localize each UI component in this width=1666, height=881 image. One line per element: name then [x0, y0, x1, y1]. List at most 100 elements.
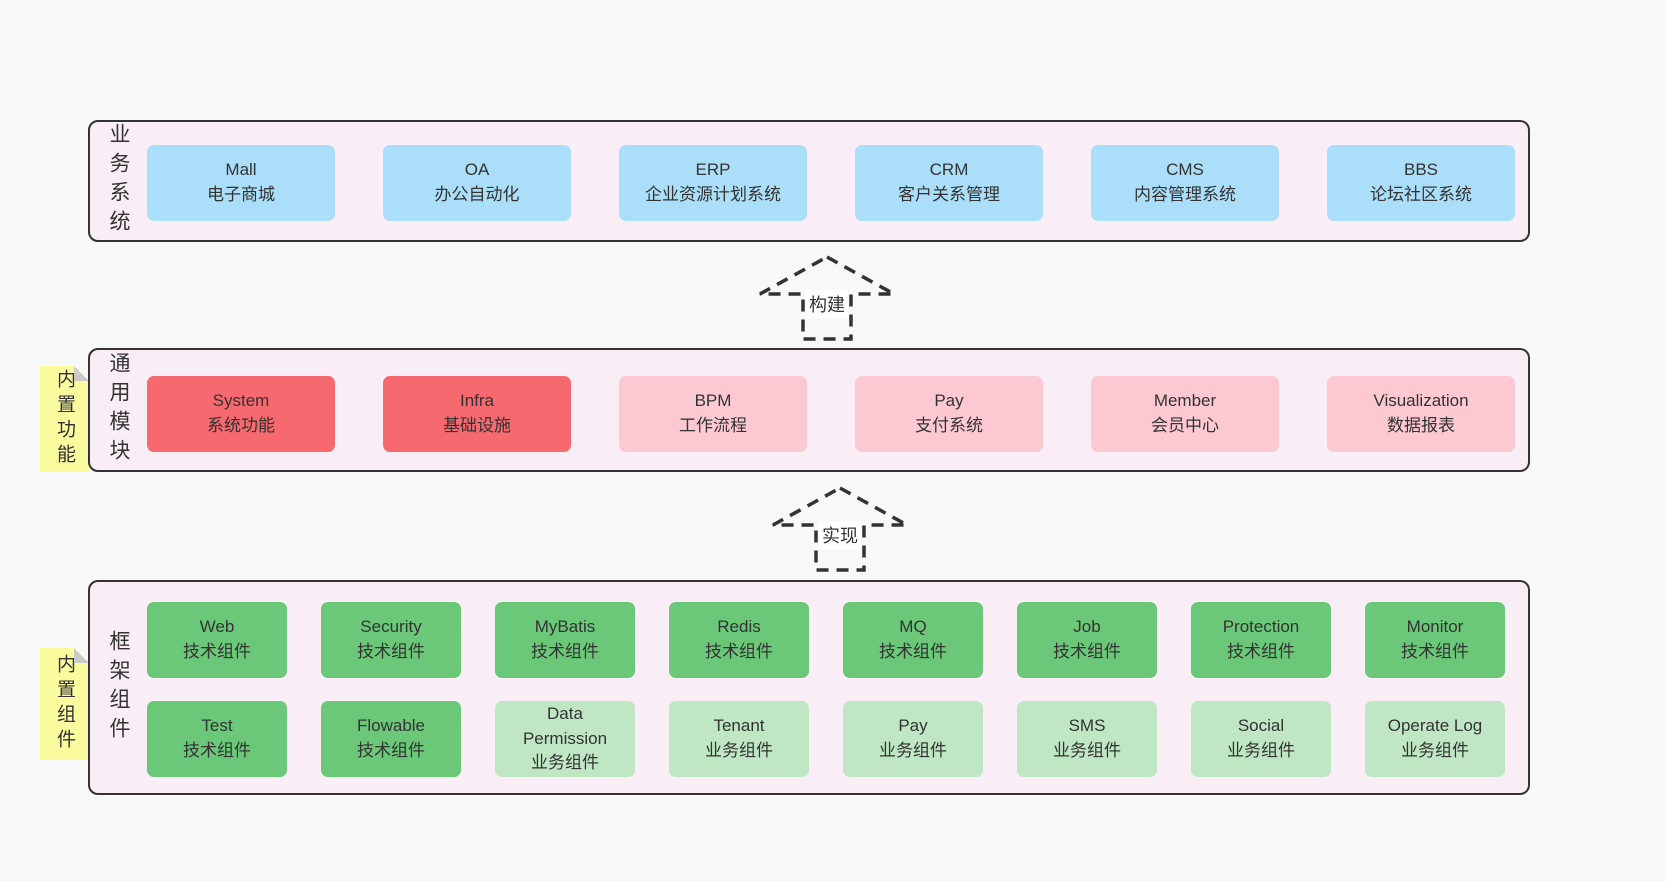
box-title: Flowable — [356, 716, 426, 736]
build-arrow: 构建 — [757, 254, 897, 342]
box-subtitle: 工作流程 — [679, 416, 747, 435]
box-title: Test — [201, 716, 233, 736]
box-title: ERP — [695, 160, 731, 180]
box-visualization: Visualization 数据报表 — [1327, 376, 1515, 452]
box-subtitle: 技术组件 — [357, 741, 425, 760]
box-bbs: BBS 论坛社区系统 — [1327, 145, 1515, 221]
box-subtitle: 业务组件 — [705, 741, 773, 760]
built-in-features-tag: 内置功能 — [40, 366, 89, 472]
box-title: Monitor — [1406, 617, 1464, 637]
box-sms: SMS 业务组件 — [1017, 701, 1157, 777]
box-subtitle: 技术组件 — [879, 642, 947, 661]
implement-arrow-label: 实现 — [819, 521, 861, 549]
box-title: MQ — [899, 617, 927, 637]
box-subtitle: 业务组件 — [531, 753, 599, 773]
box-subtitle: 业务组件 — [879, 741, 947, 760]
box-tenant: Tenant 业务组件 — [669, 701, 809, 777]
box-title: Infra — [459, 391, 495, 411]
box-title: Web — [199, 617, 235, 637]
build-arrow-label: 构建 — [806, 290, 848, 318]
box-redis: Redis 技术组件 — [669, 602, 809, 678]
box-subtitle: 企业资源计划系统 — [645, 185, 781, 204]
box-title: BBS — [1403, 160, 1439, 180]
box-subtitle: 电子商城 — [207, 185, 275, 204]
box-subtitle: 技术组件 — [183, 642, 251, 661]
box-title: Redis — [717, 617, 761, 637]
box-title: System — [212, 391, 270, 411]
box-subtitle: 技术组件 — [1401, 642, 1469, 661]
implement-arrow: 实现 — [770, 485, 910, 573]
business-systems-row: Mall 电子商城 OA 办公自动化 ERP 企业资源计划系统 CRM 客户关系… — [147, 145, 1515, 221]
box-system: System 系统功能 — [147, 376, 335, 452]
box-title: BPM — [694, 391, 732, 411]
box-title: Member — [1153, 391, 1217, 411]
common-modules-side-label: 通用模块 — [107, 352, 130, 468]
box-subtitle: 技术组件 — [705, 642, 773, 661]
framework-components-side-label: 框架组件 — [107, 629, 130, 746]
box-bpm: BPM 工作流程 — [619, 376, 807, 452]
box-member: Member 会员中心 — [1091, 376, 1279, 452]
box-title: Social — [1237, 716, 1285, 736]
box-subtitle: 技术组件 — [357, 642, 425, 661]
box-title: CRM — [929, 160, 969, 180]
box-title: MyBatis — [534, 617, 596, 637]
box-title: Operate Log — [1387, 716, 1483, 736]
box-title: Security — [360, 617, 422, 637]
box-subtitle: 论坛社区系统 — [1370, 185, 1472, 204]
box-subtitle: 技术组件 — [183, 741, 251, 760]
box-title: Data Permission — [522, 704, 608, 748]
box-security: Security 技术组件 — [321, 602, 461, 678]
box-title: Mall — [225, 160, 257, 180]
built-in-features-tag-label: 内置功能 — [54, 369, 75, 469]
box-social: Social 业务组件 — [1191, 701, 1331, 777]
box-mq: MQ 技术组件 — [843, 602, 983, 678]
box-erp: ERP 企业资源计划系统 — [619, 145, 807, 221]
box-web: Web 技术组件 — [147, 602, 287, 678]
box-title: CMS — [1166, 160, 1204, 180]
box-cms: CMS 内容管理系统 — [1091, 145, 1279, 221]
common-modules-row: System 系统功能 Infra 基础设施 BPM 工作流程 Pay 支付系统… — [147, 376, 1515, 452]
box-pay-component: Pay 业务组件 — [843, 701, 983, 777]
business-systems-panel: 业务系统 Mall 电子商城 OA 办公自动化 ERP 企业资源计划系统 CRM… — [88, 120, 1530, 242]
box-title: Protection — [1222, 617, 1300, 637]
box-subtitle: 技术组件 — [1053, 642, 1121, 661]
built-in-components-tag: 内置组件 — [40, 648, 89, 760]
framework-components-panel: 框架组件 Web 技术组件 Security 技术组件 MyBatis 技术组件… — [88, 580, 1530, 795]
up-arrow-icon — [759, 255, 895, 341]
box-mall: Mall 电子商城 — [147, 145, 335, 221]
business-systems-side-label: 业务系统 — [107, 123, 130, 239]
box-job: Job 技术组件 — [1017, 602, 1157, 678]
box-subtitle: 数据报表 — [1387, 416, 1455, 435]
box-monitor: Monitor 技术组件 — [1365, 602, 1505, 678]
box-subtitle: 系统功能 — [207, 416, 275, 435]
box-crm: CRM 客户关系管理 — [855, 145, 1043, 221]
box-title: Pay — [934, 391, 964, 411]
built-in-components-tag-label: 内置组件 — [54, 654, 75, 754]
box-subtitle: 支付系统 — [915, 416, 983, 435]
box-subtitle: 客户关系管理 — [898, 185, 1000, 204]
box-subtitle: 技术组件 — [531, 642, 599, 661]
box-oa: OA 办公自动化 — [383, 145, 571, 221]
up-arrow-icon — [772, 486, 908, 572]
box-test: Test 技术组件 — [147, 701, 287, 777]
box-protection: Protection 技术组件 — [1191, 602, 1331, 678]
box-flowable: Flowable 技术组件 — [321, 701, 461, 777]
box-subtitle: 办公自动化 — [434, 185, 520, 204]
box-mybatis: MyBatis 技术组件 — [495, 602, 635, 678]
box-title: Tenant — [713, 716, 765, 736]
box-subtitle: 业务组件 — [1227, 741, 1295, 760]
box-data-permission: Data Permission 业务组件 — [495, 701, 635, 777]
box-subtitle: 业务组件 — [1053, 741, 1121, 760]
common-modules-panel: 通用模块 System 系统功能 Infra 基础设施 BPM 工作流程 Pay… — [88, 348, 1530, 472]
box-title: Job — [1073, 617, 1101, 637]
box-title: Visualization — [1373, 391, 1469, 411]
box-subtitle: 业务组件 — [1401, 741, 1469, 760]
box-subtitle: 基础设施 — [443, 416, 511, 435]
box-pay-module: Pay 支付系统 — [855, 376, 1043, 452]
box-title: SMS — [1068, 716, 1106, 736]
box-title: OA — [464, 160, 490, 180]
framework-row-1: Web 技术组件 Security 技术组件 MyBatis 技术组件 Redi… — [147, 602, 1505, 678]
box-infra: Infra 基础设施 — [383, 376, 571, 452]
box-subtitle: 会员中心 — [1151, 416, 1219, 435]
